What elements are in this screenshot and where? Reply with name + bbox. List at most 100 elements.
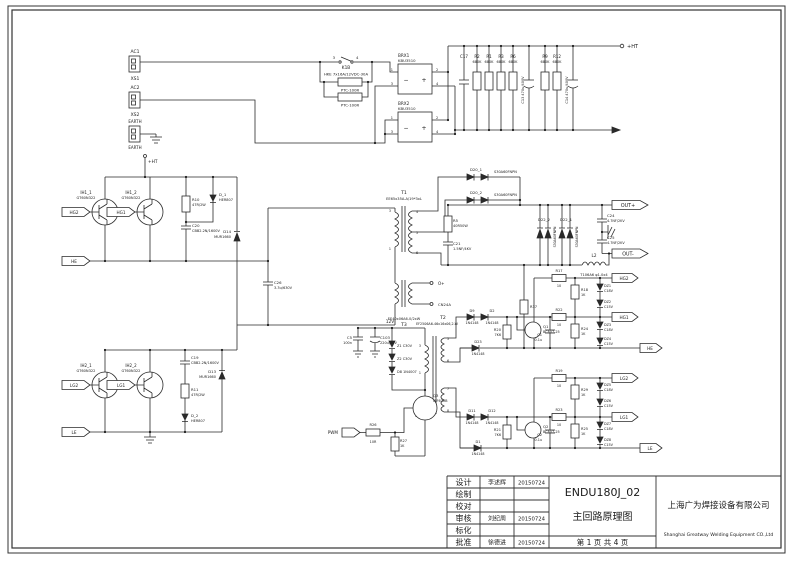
company-name-en: Shanghai Greatway Welding Equipment CO.,… [664,532,774,538]
schematic-label: C1 [537,333,542,337]
plug-out-plus [611,200,649,210]
schematic-label: KBU3510 [398,58,416,63]
schematic-label: 3 [391,82,393,86]
ac-input-connectors [128,55,162,144]
schematic-label: HE [647,346,653,351]
schematic-label: 40R50W [453,224,468,228]
plug-le-out [639,443,663,453]
schematic-label: DZ3 [604,323,611,327]
schematic-label: C18V [604,388,614,392]
schematic-label: 47R/2W [191,393,205,397]
schematic-label: 5 [447,337,449,341]
schematic-label: C5 [347,335,353,340]
schematic-label: 4 [436,130,439,134]
plug-lg1 [106,380,136,390]
ptc-resistor [337,92,363,102]
ht-terminal-icon [619,43,625,49]
schematic-label: PTC-100R [341,88,360,93]
schematic-label: DZ5 [604,383,611,387]
schematic-label: R5 [453,218,459,223]
schematic-label: T2 [439,315,446,321]
schematic-label: D11 [468,409,475,413]
schematic-label: MUR1660 [214,235,231,239]
schematic-label: O+ [438,281,445,286]
schematic-label: 100n [343,341,352,345]
schematic-label: C15V [604,404,614,408]
tb-row-date: 20150724 [518,541,546,547]
schematic-label: +HT [627,44,639,50]
tb-row-date: 20150724 [518,481,546,487]
schematic-label: 1K [581,432,586,436]
schematic-label: S30A60FNPN [575,226,579,247]
schematic-label: D12 [488,409,495,413]
schematic-label: C2 [537,433,542,437]
schematic-label: 10R [370,440,377,444]
schematic-label: AC2 [130,85,139,91]
schematic-label: R25 [581,427,588,431]
tb-row-label: 设计 [456,477,472,487]
schematic-label: OUT- [622,252,634,258]
schematic-label: 6 [416,251,418,255]
schematic-label: 0.1u [534,438,542,442]
schematic-label: 3 [333,55,336,60]
schematic-label: T3 [400,322,407,328]
schematic-label: 2 [436,116,438,120]
schematic-label: HER807 [219,198,233,202]
schematic-label: R27 [400,439,407,443]
tb-row-label: 标化 [456,525,472,535]
tb-row-date: 20150724 [518,517,546,523]
schematic-label: D22_1 [560,217,573,222]
schematic-label: C26 [274,280,282,285]
schematic-label: R20 [494,328,502,332]
schematic-label: Q2 [543,424,549,429]
schematic-label: 7K6 [494,433,501,437]
schematic-label: 4.7NF/2KV [607,241,625,245]
schematic-label: D8 1N4007 [397,370,417,374]
gate-drive-upper [460,273,663,353]
company-name-cn: 上海广为焊接设备有限公司 [667,500,769,511]
schematic-label: DZ6 [604,399,611,403]
schematic-label: 10 [557,323,561,327]
tb-row-name: 徐德进 [488,539,506,547]
schematic-label: 1 [419,371,421,375]
schematic-label: 680K [553,60,563,64]
schematic-label: C18V [604,289,614,293]
schematic-label: EE65x35A-A/19*3xL [386,197,422,201]
drawing-title: 主回路原理图 [573,510,633,523]
schematic-label: 1 [391,116,393,120]
schematic-label: BC807-25 [543,330,560,334]
schematic-label: 1N4148 [466,421,479,425]
schematic-label: 7 [447,387,449,391]
bridge-rectifier-brx1 [397,63,433,95]
schematic-label: 10 [557,284,561,288]
schematic-label: D14 [223,229,231,234]
schematic-label: R10 [192,197,200,202]
schematic-label: R3 [498,54,504,59]
bus-filter-bank [459,46,579,130]
schematic-label: C18V [604,427,614,431]
schematic-label: 2 [436,68,438,72]
schematic-label: HG2 [69,210,78,215]
schematic-label: 1K [581,293,586,297]
schematic-label: + [421,77,426,84]
schematic-label: 1N4148 [472,352,485,356]
schematic-label: R37 [530,305,537,309]
plug-pwm [341,427,361,438]
schematic-label: GT60N322 [77,196,96,200]
schematic-label: DZ7 [604,422,611,426]
schematic-label: 220u/50V [380,341,398,345]
schematic-label: C19 [191,355,199,360]
title-block: 设计 李述辉 20150724 绘制 校对 审核 刘纪周 20150724 标化… [446,475,781,548]
bridge-rectifier-brx2 [397,111,433,143]
schematic-label: R22 [555,308,562,312]
schematic-label: 4 [436,82,439,86]
schematic-label: R17 [555,269,562,273]
schematic-label: BC807-25 [543,430,560,434]
schematic-label: MUR1660 [199,375,216,379]
schematic-label: Z1 C30V [397,344,413,348]
schematic-label: D23 [474,340,481,344]
schematic-label: − [403,77,408,84]
mosfet-q3 [412,395,438,421]
